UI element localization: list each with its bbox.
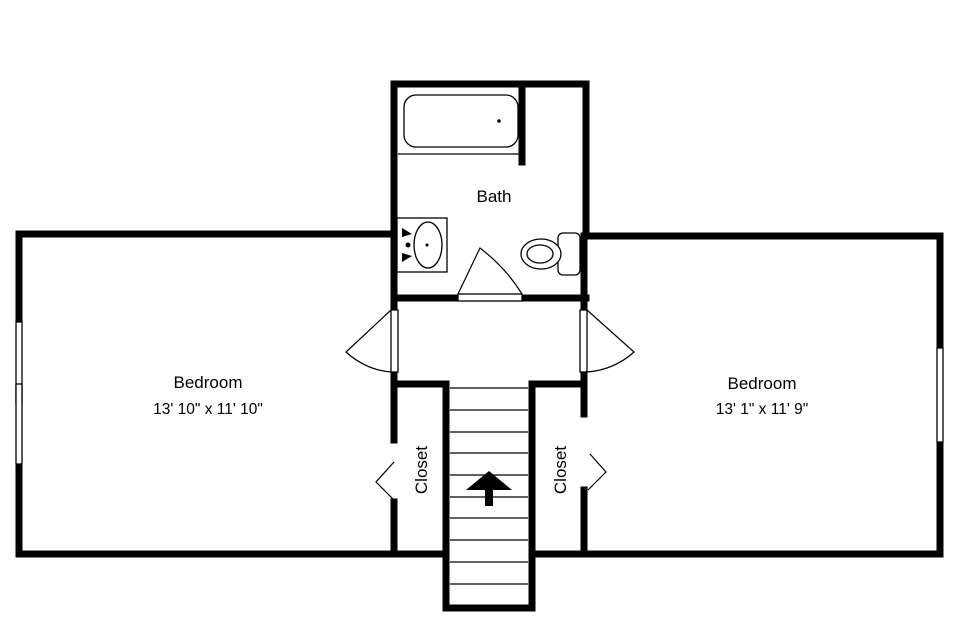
bedroom-right-door-jamb bbox=[579, 309, 588, 373]
closet-left-door-swing[interactable] bbox=[375, 461, 395, 501]
closet-right-label: Closet bbox=[551, 446, 570, 494]
toilet bbox=[520, 232, 581, 276]
bedroom-left-dimensions: 13' 10" x 11' 10" bbox=[153, 401, 263, 418]
bedroom-left: Bedroom 13' 10" x 11' 10" bbox=[15, 230, 450, 558]
bedroom-right-label: Bedroom bbox=[728, 374, 797, 393]
stairs-up-arrow-icon bbox=[466, 471, 512, 506]
bath-door-threshold bbox=[457, 293, 523, 302]
bathtub-drain bbox=[497, 119, 501, 123]
bathtub bbox=[398, 94, 520, 155]
bedroom-left-door[interactable] bbox=[345, 309, 399, 373]
bath-door-swing bbox=[457, 247, 523, 295]
bath-wall-top bbox=[390, 80, 590, 240]
closet-left-label: Closet bbox=[412, 446, 431, 494]
bedroom-right-dimensions: 13' 1" x 11' 9" bbox=[716, 401, 808, 418]
bedroom-left-door-swing bbox=[345, 309, 392, 373]
faucet-icon bbox=[405, 242, 411, 248]
bedroom-right-door-swing bbox=[586, 309, 635, 373]
closet-left: Closet bbox=[375, 380, 431, 558]
sink bbox=[396, 217, 448, 273]
faucet-handle-icon bbox=[402, 228, 412, 262]
bathroom: Bath bbox=[390, 80, 590, 302]
bedroom-right: Bedroom 13' 1" x 11' 9" bbox=[528, 232, 944, 558]
bedroom-left-door-jamb bbox=[390, 309, 399, 373]
bath-door[interactable] bbox=[457, 247, 523, 302]
bath-label: Bath bbox=[477, 187, 512, 206]
bedroom-left-window bbox=[15, 321, 23, 465]
bathtub-basin bbox=[403, 94, 519, 148]
bedroom-right-door[interactable] bbox=[579, 309, 635, 373]
stair-walls bbox=[442, 380, 536, 612]
bedroom-left-label: Bedroom bbox=[174, 373, 243, 392]
bedroom-right-window bbox=[936, 347, 944, 443]
stairs bbox=[442, 380, 536, 612]
closet-right-door-swing[interactable] bbox=[587, 453, 607, 491]
closet-right: Closet bbox=[551, 380, 607, 558]
